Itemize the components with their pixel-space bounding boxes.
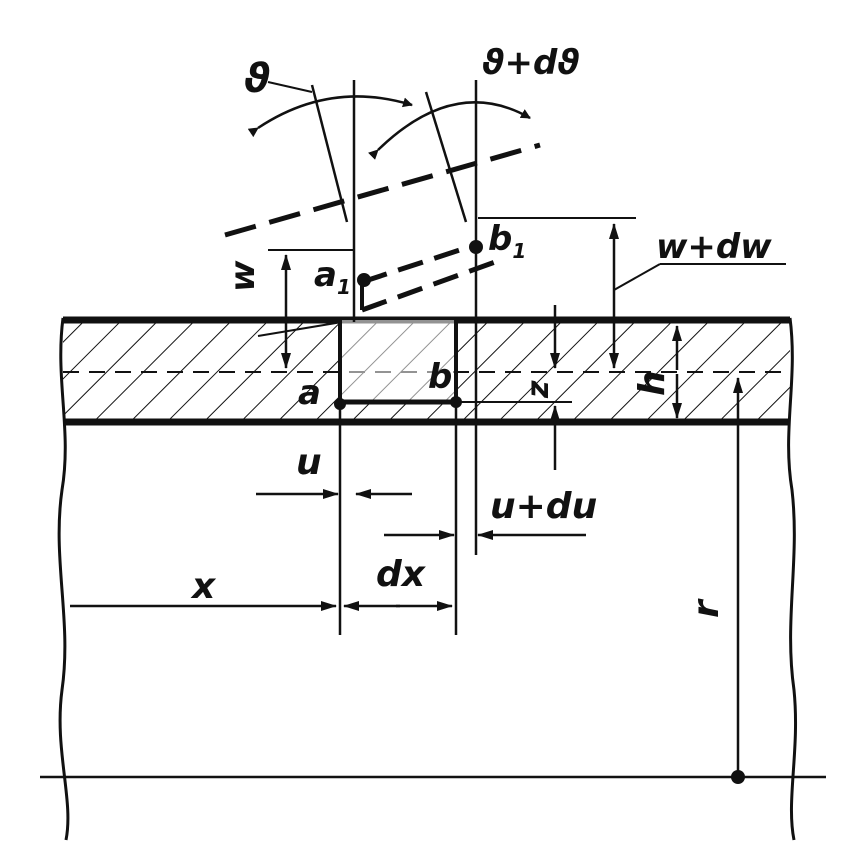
label-a1: a1 [314,255,351,299]
label-x: x [190,566,217,607]
label-dx: dx [376,554,427,595]
label-b: b [428,357,452,397]
label-u: u [296,442,322,483]
point-a1 [357,273,371,287]
deformed-element [224,84,541,313]
label-r: r [686,598,727,618]
theta-arc [247,95,413,138]
label-u-plus: u+du [490,486,597,527]
label-theta: ϑ [244,56,271,102]
label-theta-plus: ϑ+dϑ [482,43,580,83]
theta-plus-arc [368,101,531,160]
label-a: a [298,373,321,413]
normal-line-left [310,84,349,223]
label-h: h [632,370,673,396]
label-w: w [223,260,263,292]
label-b1: b1 [488,219,526,263]
right-break-line [787,317,798,841]
element-outline [334,320,462,410]
point-b1 [469,240,483,254]
label-z: z [521,380,556,399]
left-break-line [57,317,70,841]
label-w-plus: w+dw [656,227,772,267]
